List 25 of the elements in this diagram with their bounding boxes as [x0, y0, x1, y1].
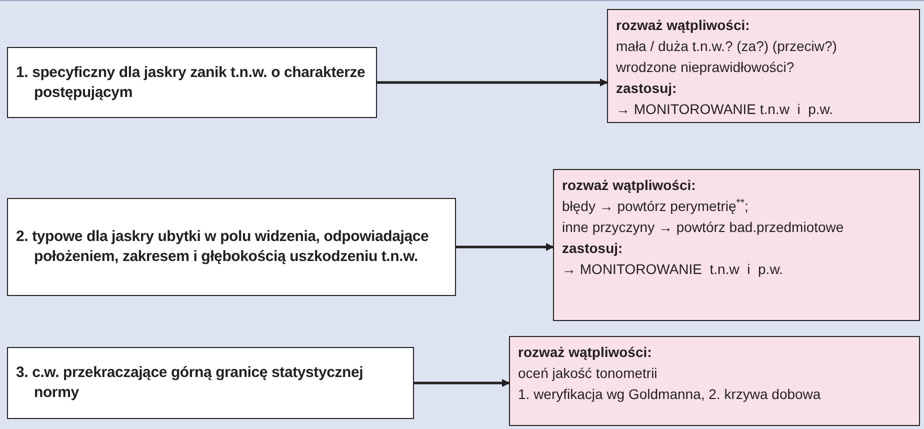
- section-heading: rozważ wątpliwości:: [616, 16, 751, 35]
- advice-text: oceń jakość tonometrii: [518, 364, 658, 383]
- advice-text: → MONITOROWANIE t.n.w i p.w.: [562, 260, 784, 279]
- advice-box: [509, 336, 920, 426]
- step-text: 1. specyficzny dla jaskry zanik t.n.w. o charakterze postępującym: [16, 62, 366, 102]
- step-box: [7, 347, 414, 419]
- advice-text: → MONITOROWANIE t.n.w i p.w.: [616, 100, 834, 119]
- advice-text: wrodzone nieprawidłowości?: [616, 58, 796, 77]
- step-box: [7, 198, 456, 296]
- arrow: [414, 379, 510, 387]
- arrow: [456, 243, 554, 251]
- section-heading: zastosuj:: [616, 79, 678, 98]
- advice-text: 1. weryfikacja wg Goldmanna, 2. krzywa dobowa: [518, 385, 822, 404]
- step-text: 2. typowe dla jaskry ubytki w polu widzenia, odpowiadające położeniem, zakresem i głębokością uszkodzeniu t.n.w.: [16, 227, 430, 267]
- section-heading: rozważ wątpliwości:: [562, 176, 697, 195]
- advice-box: [553, 169, 920, 321]
- step-box: [7, 47, 377, 118]
- section-heading: zastosuj:: [562, 239, 624, 258]
- step-text: 3. c.w. przekraczające górną granicę statystycznej normy: [16, 363, 364, 403]
- advice-text: mała / duża t.n.w.? (za?) (przeciw?): [616, 37, 838, 56]
- section-heading: rozważ wątpliwości:: [518, 343, 653, 362]
- advice-box: [607, 9, 920, 123]
- advice-text: błędy → powtórz perymetrię$^{**}$;: [562, 196, 750, 216]
- arrow: [377, 78, 608, 86]
- advice-text: inne przyczyny → powtórz bad.przedmiotowe: [562, 218, 845, 237]
